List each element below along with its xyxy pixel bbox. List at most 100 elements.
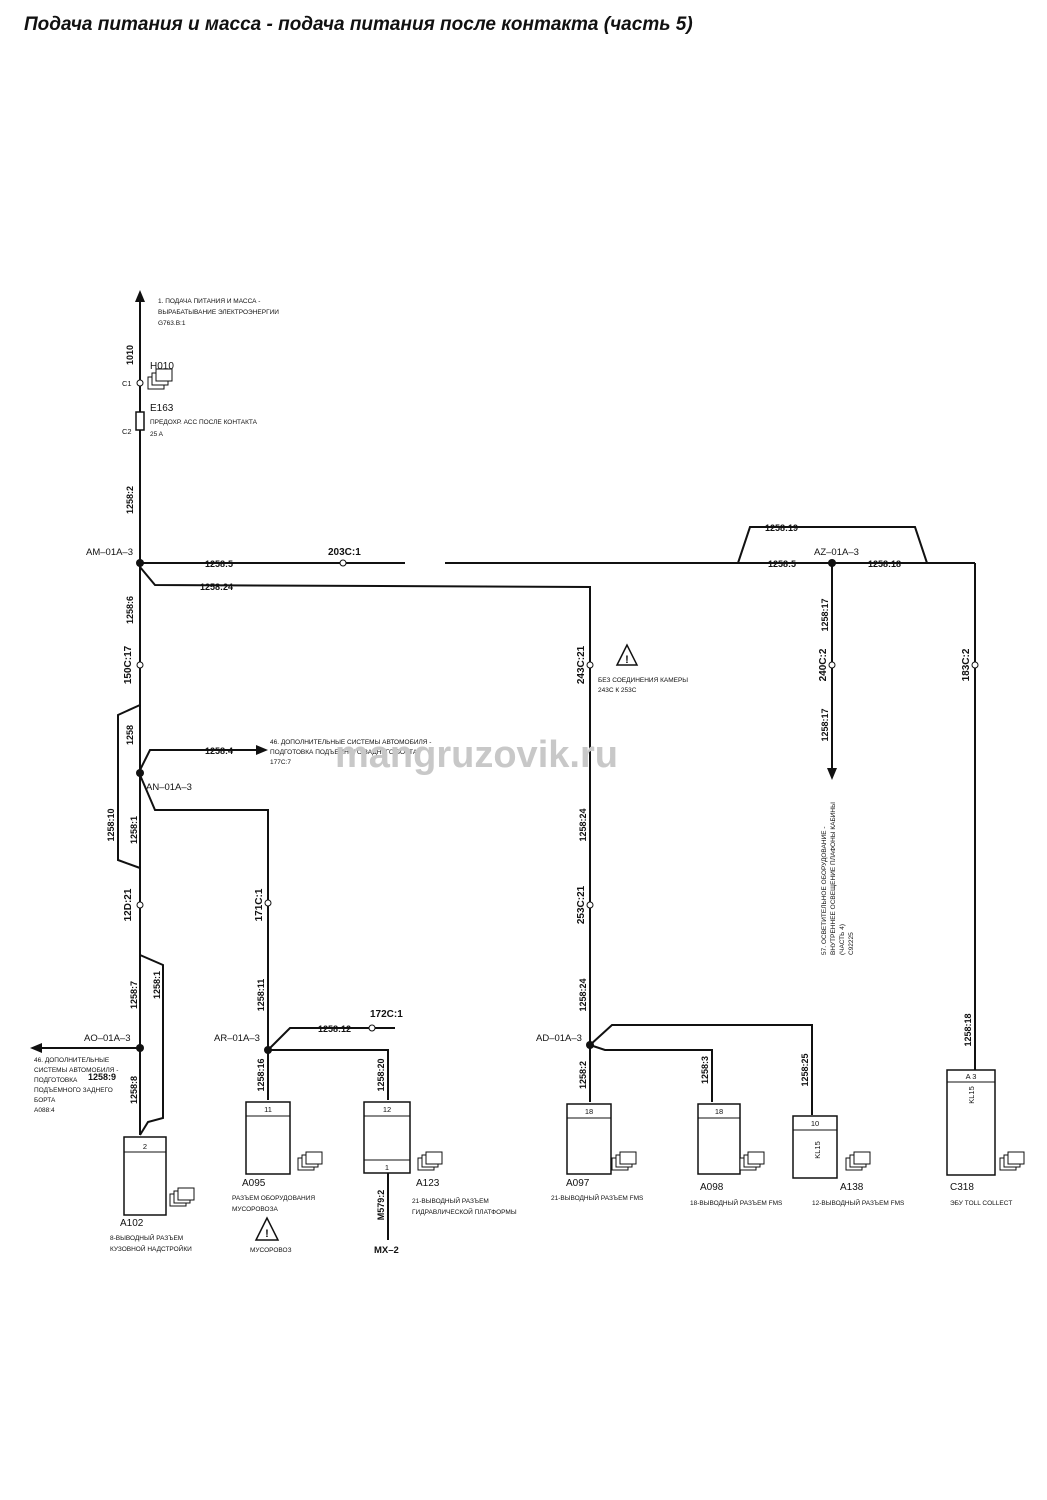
- wire-label: 1258:17: [820, 598, 830, 631]
- warning-icon: !: [254, 1216, 280, 1241]
- wire-label: 1258:1: [129, 816, 139, 844]
- a102-pin: 2: [143, 1142, 147, 1151]
- note-46b: ПОДЪЕМНОГО ЗАДНЕГО: [34, 1087, 113, 1094]
- e163-label: E163: [150, 403, 174, 414]
- wire-label: 1258:8: [129, 1076, 139, 1104]
- svg-text:C92225: C92225: [848, 932, 855, 955]
- wire-label: 1258:9: [88, 1072, 116, 1082]
- node-ar: [264, 1046, 272, 1054]
- a095-label: A095: [242, 1178, 266, 1189]
- wire-an-branch: [139, 774, 269, 1050]
- c318-desc: ЭБУ TOLL COLLECT: [950, 1200, 1012, 1207]
- a102-label: A102: [120, 1218, 144, 1229]
- a138-label: A138: [840, 1182, 864, 1193]
- a098-label: A098: [700, 1182, 724, 1193]
- top-ref-line2: ВЫРАБАТЫВАНИЕ ЭЛЕКТРОЭНЕРГИИ: [158, 309, 279, 316]
- note-46a: ПОДГОТОВКА ПОДЪЕМНОГО ЗАДНЕГО БОРТА: [270, 749, 418, 756]
- a097-desc: 21-ВЫВОДНЫЙ РАЗЪЕМ FMS: [551, 1193, 644, 1202]
- wire-label: 1258:18: [963, 1013, 973, 1046]
- node-label-ao: AO–01A–3: [84, 1033, 130, 1044]
- wire-label: 150C:17: [123, 645, 134, 684]
- a123-desc: 21-ВЫВОДНЫЙ РАЗЪЕМ: [412, 1196, 489, 1205]
- a102-desc: КУЗОВНОЙ НАДСТРОЙКИ: [110, 1244, 192, 1253]
- wire-label: 240C:2: [818, 648, 829, 681]
- a138-pin: 10: [811, 1119, 819, 1128]
- wire-label: 253C:21: [576, 885, 587, 924]
- c1-label: C1: [122, 379, 132, 388]
- wire-label: 1258:19: [765, 523, 798, 533]
- wire-ar-branches: [267, 1027, 395, 1240]
- a098-pin: 18: [715, 1107, 723, 1116]
- h010-icon: [147, 368, 173, 390]
- top-ref-line1: 1. ПОДАЧА ПИТАНИЯ И МАССА -: [158, 298, 260, 305]
- top-ref-line3: G763.B:1: [158, 320, 186, 327]
- h010-label: H010: [150, 361, 174, 372]
- a095-desc: РАЗЪЕМ ОБОРУДОВАНИЯ: [232, 1195, 315, 1202]
- component-a097-box: [566, 1103, 612, 1175]
- wire-1258-9: [30, 1043, 140, 1053]
- wire-label: 1258:1: [152, 971, 162, 999]
- svg-text:!: !: [265, 1228, 269, 1240]
- wire-label: 1258: [125, 725, 135, 745]
- wire-label: 1258:17: [820, 708, 830, 741]
- wire-label: 1258:6: [125, 596, 135, 624]
- e163-desc: ПРЕДОХР. АСС ПОСЛЕ КОНТАКТА: [150, 419, 258, 426]
- a102-desc: 8-ВЫВОДНЫЙ РАЗЪЕМ: [110, 1233, 183, 1242]
- bypass-wire-1258-10: [117, 704, 141, 869]
- wire-label: M579:2: [376, 1190, 386, 1221]
- page-title: Подача питания и масса - подача питания …: [24, 14, 693, 35]
- wire-label: 1258:5: [768, 559, 796, 569]
- note-57: 57. ОСВЕТИТЕЛЬНОЕ ОБОРУДОВАНИЕ - ВНУТРЕН…: [821, 802, 855, 955]
- wire-label: 243C:21: [576, 645, 587, 684]
- component-a102-box: [123, 1136, 167, 1216]
- wire-label: 1258:25: [800, 1053, 810, 1086]
- wire-label: 1258:11: [256, 979, 266, 1012]
- component-a138-box: [792, 1115, 838, 1179]
- component-page-icons: [169, 1151, 1025, 1207]
- connector-marks: [136, 379, 979, 1032]
- wire-label: 183C:2: [961, 648, 972, 681]
- note-camera: БЕЗ СОЕДИНЕНИЯ КАМЕРЫ: [598, 677, 688, 684]
- a095-pin: 11: [264, 1105, 272, 1114]
- node-am: [136, 559, 144, 567]
- node-label-az: AZ–01A–3: [814, 547, 859, 558]
- a097-label: A097: [566, 1178, 590, 1189]
- a123-desc: ГИДРАВЛИЧЕСКОЙ ПЛАТФОРМЫ: [412, 1207, 517, 1216]
- c318-pin: A 3: [966, 1072, 977, 1081]
- c2-label: C2: [122, 427, 132, 436]
- wire-1258-4: [139, 745, 268, 771]
- wire-label: 172C:1: [370, 1009, 403, 1020]
- component-c318-box: [946, 1069, 996, 1176]
- note-46b: СИСТЕМЫ АВТОМОБИЛЯ -: [34, 1067, 118, 1074]
- node-az: [828, 559, 836, 567]
- wire-label: 1258:2: [125, 486, 135, 514]
- node-label-ar: AR–01A–3: [214, 1033, 260, 1044]
- splice-nodes: [136, 559, 836, 1054]
- a095-warn: МУСОРОВОЗ: [250, 1247, 292, 1254]
- a097-pin: 18: [585, 1107, 593, 1116]
- node-ad: [586, 1041, 594, 1049]
- component-a123-box: [363, 1101, 411, 1174]
- wire-label: 1258:16: [256, 1058, 266, 1091]
- node-label-an: AN–01A–3: [146, 782, 192, 793]
- node-label-ad: AD–01A–3: [536, 1033, 582, 1044]
- note-46a: 177C:7: [270, 759, 291, 766]
- wire-label: 1258:3: [700, 1056, 710, 1084]
- warning-icon: !: [615, 643, 639, 666]
- wire-label: 1258:2: [578, 1061, 588, 1089]
- watermark: mangruzovik.ru: [335, 734, 618, 776]
- a123-label: A123: [416, 1178, 440, 1189]
- wire-label: 1010: [125, 345, 135, 365]
- node-label-am: AM–01A–3: [86, 547, 133, 558]
- wire-1258-24: [139, 566, 591, 1025]
- component-a098-box: [697, 1103, 741, 1175]
- svg-text:57. ОСВЕТИТЕЛЬНОЕ ОБОРУДОВАНИЕ: 57. ОСВЕТИТЕЛЬНОЕ ОБОРУДОВАНИЕ -: [821, 826, 828, 955]
- a123-pin: 12: [383, 1105, 391, 1114]
- wire-label: 1258:4: [205, 746, 233, 756]
- wire-label: 1258:24: [578, 808, 588, 841]
- note-46b: ПОДГОТОВКА: [34, 1077, 78, 1084]
- c318-kl: KL15: [967, 1086, 976, 1104]
- note-camera: 243C К 253C: [598, 687, 637, 694]
- wire-label: 1258:20: [376, 1058, 386, 1091]
- wire-label: 1258:18: [868, 559, 901, 569]
